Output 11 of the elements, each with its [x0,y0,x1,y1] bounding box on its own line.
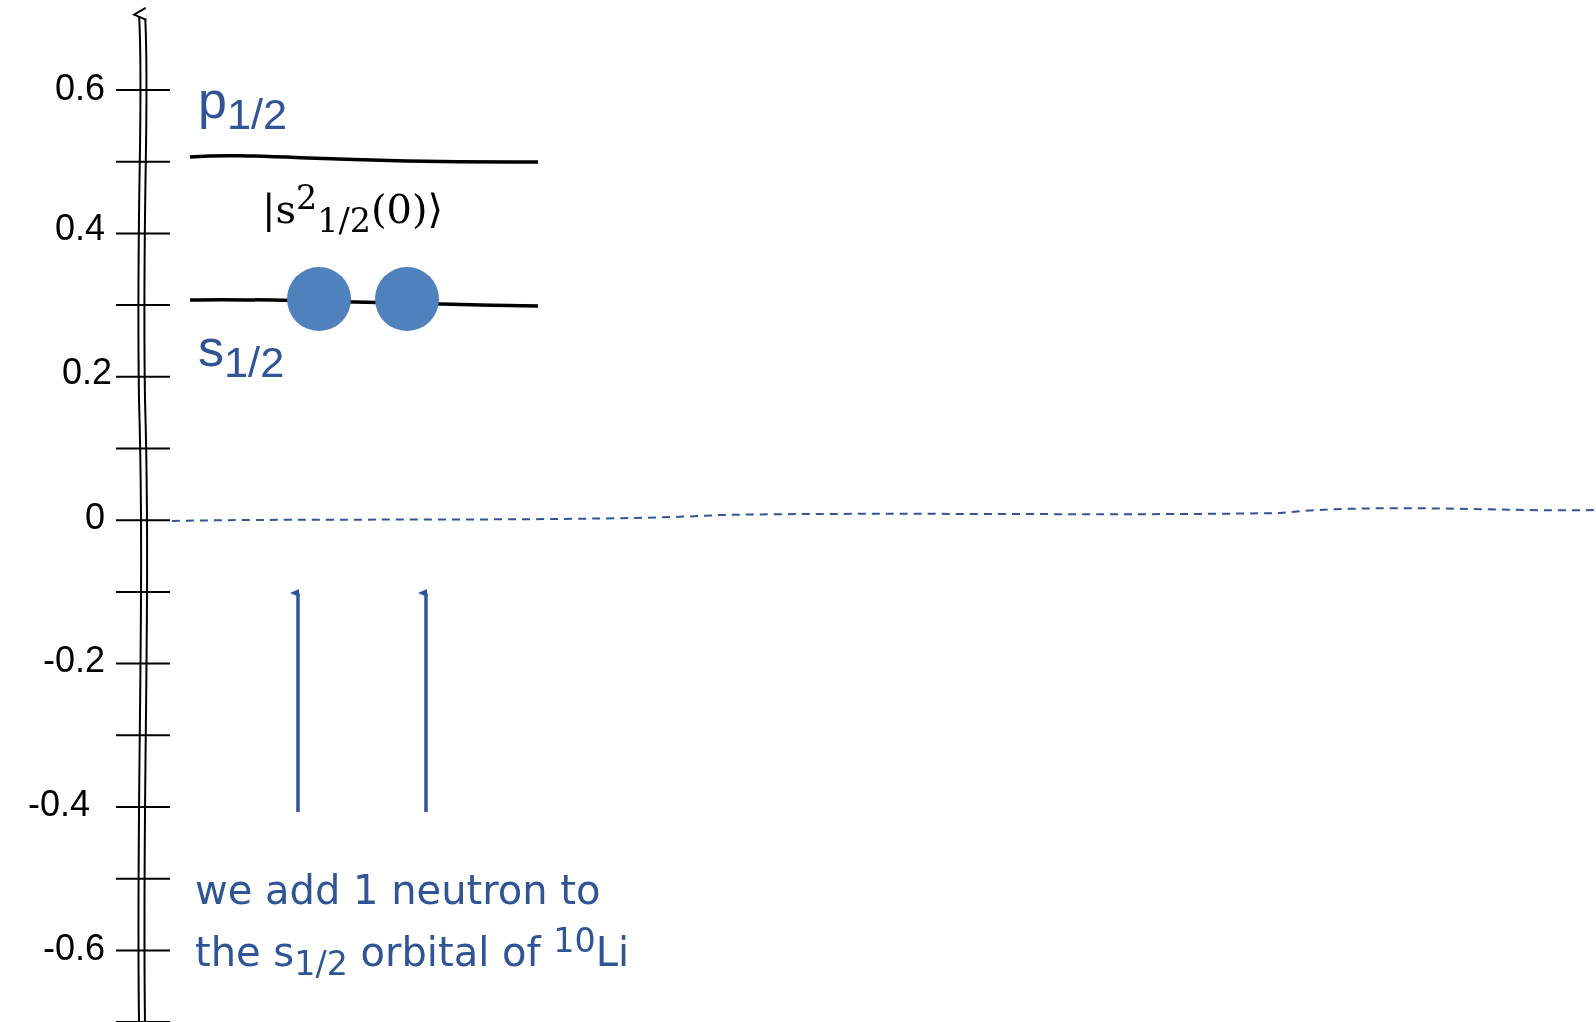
tick-label: -0.4 [27,784,90,824]
tick-label: 0 [84,497,105,537]
tick-label: 0.2 [61,352,112,392]
level-label: p$_{1/2}$ [198,72,288,140]
tick-label: 0.6 [54,68,105,108]
tick-label: 0.4 [54,208,105,248]
tick-label: -0.2 [42,640,105,680]
state-label: |s$^{2}$$_{1/2}$(0)⟩ [262,180,444,240]
level-label: s$_{1/2}$ [198,320,285,388]
tick-label: -0.6 [42,928,105,968]
annotation-text: we add 1 neutron to the s$_{1/2}$ orbital of $^{10}$Li [195,866,631,986]
